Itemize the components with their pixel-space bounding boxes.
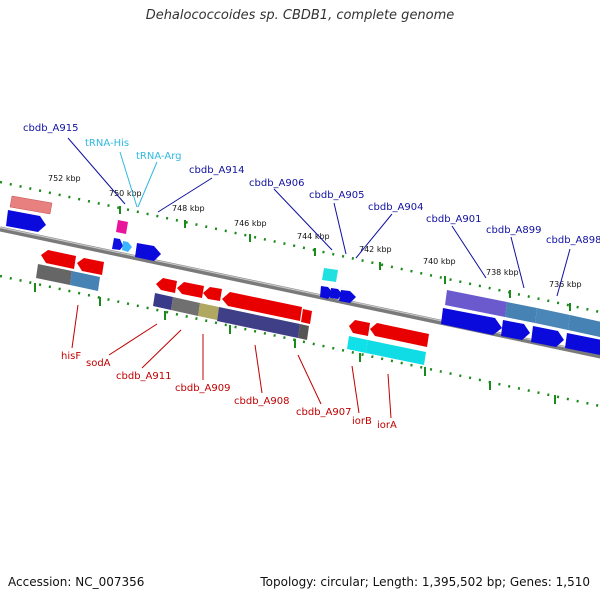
gene-feature-cbdb-a907[interactable]	[298, 324, 309, 340]
gene-feature-iorA-red[interactable]	[370, 323, 429, 347]
rna-feature-trna-his[interactable]	[116, 220, 128, 234]
gene-feature-hisf[interactable]	[41, 250, 76, 269]
gene-feature-cbdb-a914[interactable]	[135, 243, 161, 261]
top-label-leaders	[67, 137, 571, 297]
gene-feature-iorA[interactable]	[366, 340, 426, 365]
accession-text: Accession: NC_007356	[8, 575, 145, 589]
gene-feature-blue-end[interactable]	[565, 333, 600, 355]
gene-feature-cbdb-a899-steel[interactable]	[505, 302, 537, 323]
scale-labels: 752 kbp 750 kbp 748 kbp 746 kbp 744 kbp …	[48, 174, 582, 289]
tick-track-upper	[0, 180, 600, 314]
scale-label-744: 744 kbp	[297, 232, 330, 241]
gene-feature-cbdb-a898-steel[interactable]	[535, 308, 570, 330]
label-cbdb-a906[interactable]: cbdb_A906	[249, 178, 304, 189]
scale-label-746: 746 kbp	[234, 219, 267, 228]
tick-track-lower	[0, 274, 600, 408]
gene-feature-sodA[interactable]	[156, 278, 177, 293]
gene-feature-steel-a[interactable]	[70, 271, 100, 291]
gene-feature-iorB[interactable]	[347, 336, 368, 353]
gene-feature-olive[interactable]	[198, 303, 219, 320]
gene-feature-cbdb-a908[interactable]	[217, 307, 300, 338]
gene-feature-red-b[interactable]	[77, 258, 104, 275]
gene-feature-cbdb-a915[interactable]	[6, 210, 46, 232]
scale-label-740: 740 kbp	[423, 257, 456, 266]
gene-feature-cbdb-a905[interactable]	[330, 288, 342, 299]
label-trna-his[interactable]: tRNA-His	[85, 138, 129, 149]
gene-feature-navy-a[interactable]	[153, 293, 173, 310]
label-iorb[interactable]: iorB	[352, 416, 372, 427]
bottom-labels: hisF sodA cbdb_A911 cbdb_A909 cbdb_A908 …	[61, 351, 397, 431]
label-cbdb-a901[interactable]: cbdb_A901	[426, 214, 481, 225]
scale-label-752: 752 kbp	[48, 174, 81, 183]
gene-feature-cbdb-a901-purple[interactable]	[445, 290, 507, 317]
gene-feature-cbdb-a906[interactable]	[320, 286, 333, 299]
label-cbdb-a914[interactable]: cbdb_A914	[189, 165, 244, 176]
label-soda[interactable]: sodA	[86, 358, 111, 369]
gene-feature-steel-end[interactable]	[568, 315, 600, 337]
genome-summary-text: Topology: circular; Length: 1,395,502 bp…	[260, 575, 590, 589]
gene-feature-small-a[interactable]	[112, 238, 123, 250]
label-cbdb-a907[interactable]: cbdb_A907	[296, 407, 351, 418]
gene-feature-cbdb-a899[interactable]	[501, 320, 530, 340]
gene-feature-cbdb-a898[interactable]	[531, 326, 564, 347]
scale-label-742: 742 kbp	[359, 245, 392, 254]
label-iora[interactable]: iorA	[377, 420, 397, 431]
top-labels: cbdb_A915 tRNA-His tRNA-Arg cbdb_A914 cb…	[23, 123, 600, 246]
gene-feature-cbdb-a901[interactable]	[441, 308, 502, 335]
scale-label-736: 736 kbp	[549, 280, 582, 289]
label-cbdb-a899[interactable]: cbdb_A899	[486, 225, 541, 236]
scale-label-750: 750 kbp	[109, 189, 142, 198]
label-cbdb-a898[interactable]: cbdb_A898	[546, 235, 600, 246]
label-cbdb-a905[interactable]: cbdb_A905	[309, 190, 364, 201]
scale-label-738: 738 kbp	[486, 268, 519, 277]
gene-feature-iorB-red[interactable]	[349, 320, 370, 336]
major-ticks	[34, 206, 571, 404]
lower-features[interactable]	[36, 250, 429, 365]
gene-feature-red-c[interactable]	[177, 282, 204, 298]
label-cbdb-a915[interactable]: cbdb_A915	[23, 123, 78, 134]
label-cbdb-a911[interactable]: cbdb_A911	[116, 371, 171, 382]
gene-feature-grey-a[interactable]	[36, 264, 72, 285]
label-hisf[interactable]: hisF	[61, 351, 81, 362]
label-cbdb-a909[interactable]: cbdb_A909	[175, 383, 230, 394]
gene-feature-red-d[interactable]	[203, 287, 222, 301]
gene-feature-cbdb-a908-red[interactable]	[222, 292, 302, 321]
scale-label-748: 748 kbp	[172, 204, 205, 213]
gene-feature-grey-b[interactable]	[171, 297, 200, 316]
label-cbdb-a908[interactable]: cbdb_A908	[234, 396, 289, 407]
gene-feature-cbdb-a915-pink[interactable]	[9, 195, 53, 215]
rna-feature-trna-arg[interactable]	[122, 241, 132, 252]
gene-feature-cbdb-a904[interactable]	[339, 290, 356, 303]
gene-feature-cyan-small[interactable]	[322, 268, 338, 282]
map-title: Dehalococcoides sp. CBDB1, complete geno…	[145, 8, 455, 23]
bottom-label-leaders	[71, 304, 392, 419]
gene-feature-red-tip[interactable]	[301, 309, 312, 324]
upper-features[interactable]	[6, 195, 600, 355]
label-trna-arg[interactable]: tRNA-Arg	[136, 151, 181, 162]
label-cbdb-a904[interactable]: cbdb_A904	[368, 202, 423, 213]
